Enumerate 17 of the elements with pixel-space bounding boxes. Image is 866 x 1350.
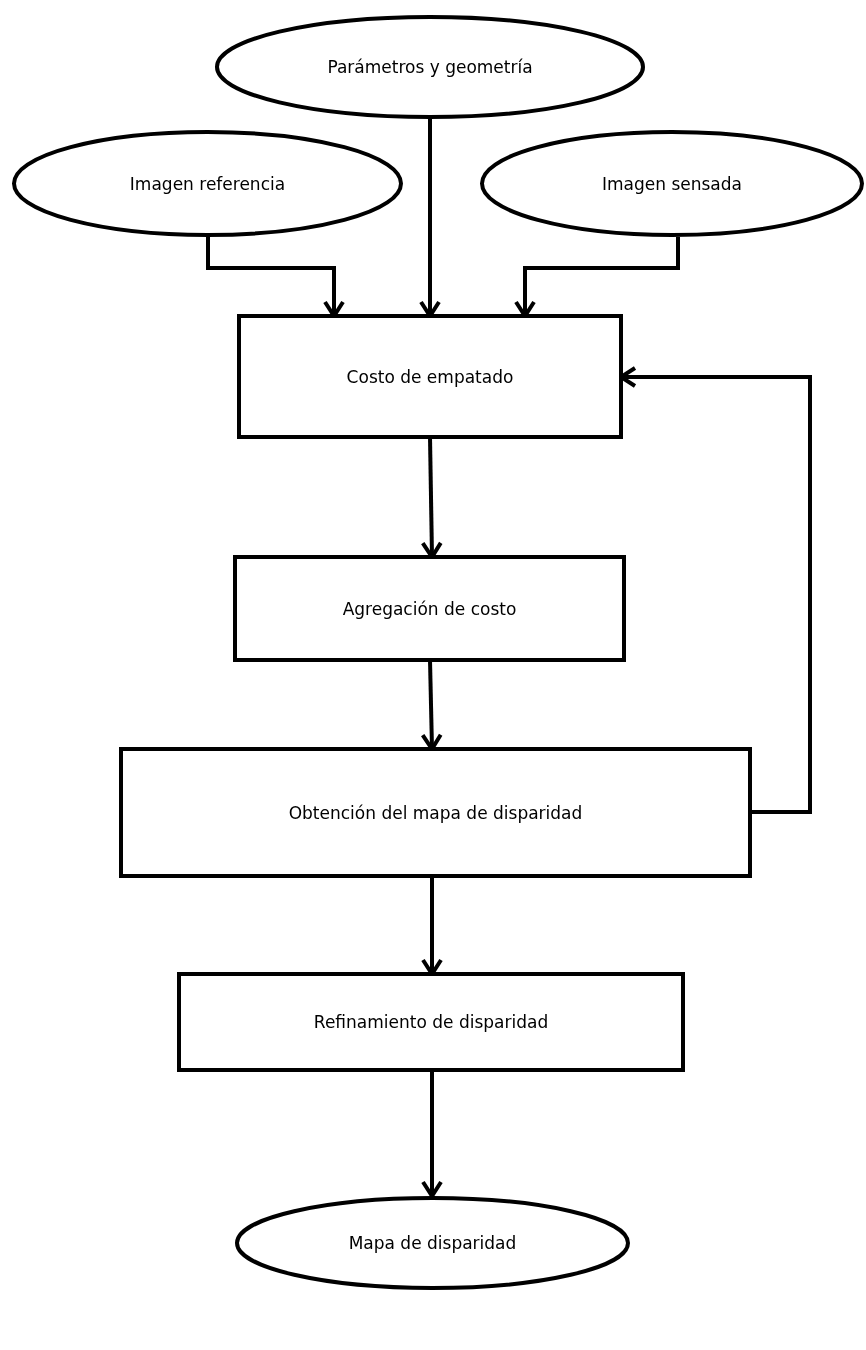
node-label: Agregación de costo [342, 598, 517, 619]
terminal-ellipse [480, 130, 864, 237]
node-label: Parámetros y geometría [327, 57, 533, 77]
process-box [237, 314, 623, 439]
node-label: Imagen sensada [602, 173, 742, 194]
node-label: Obtención del mapa de disparidad [288, 802, 583, 823]
node-label: Costo de empatado [346, 366, 514, 387]
node-label: Mapa de disparidad [348, 1233, 517, 1253]
process-box [233, 555, 626, 662]
node-label: Refinamiento de disparidad [313, 1012, 549, 1032]
node-label: Imagen referencia [129, 173, 286, 194]
terminal-ellipse [235, 1196, 630, 1290]
process-box [177, 972, 685, 1072]
arrow [421, 1070, 443, 1198]
process-box [119, 747, 752, 878]
terminal-ellipse [12, 130, 403, 237]
terminal-ellipse [215, 15, 645, 119]
